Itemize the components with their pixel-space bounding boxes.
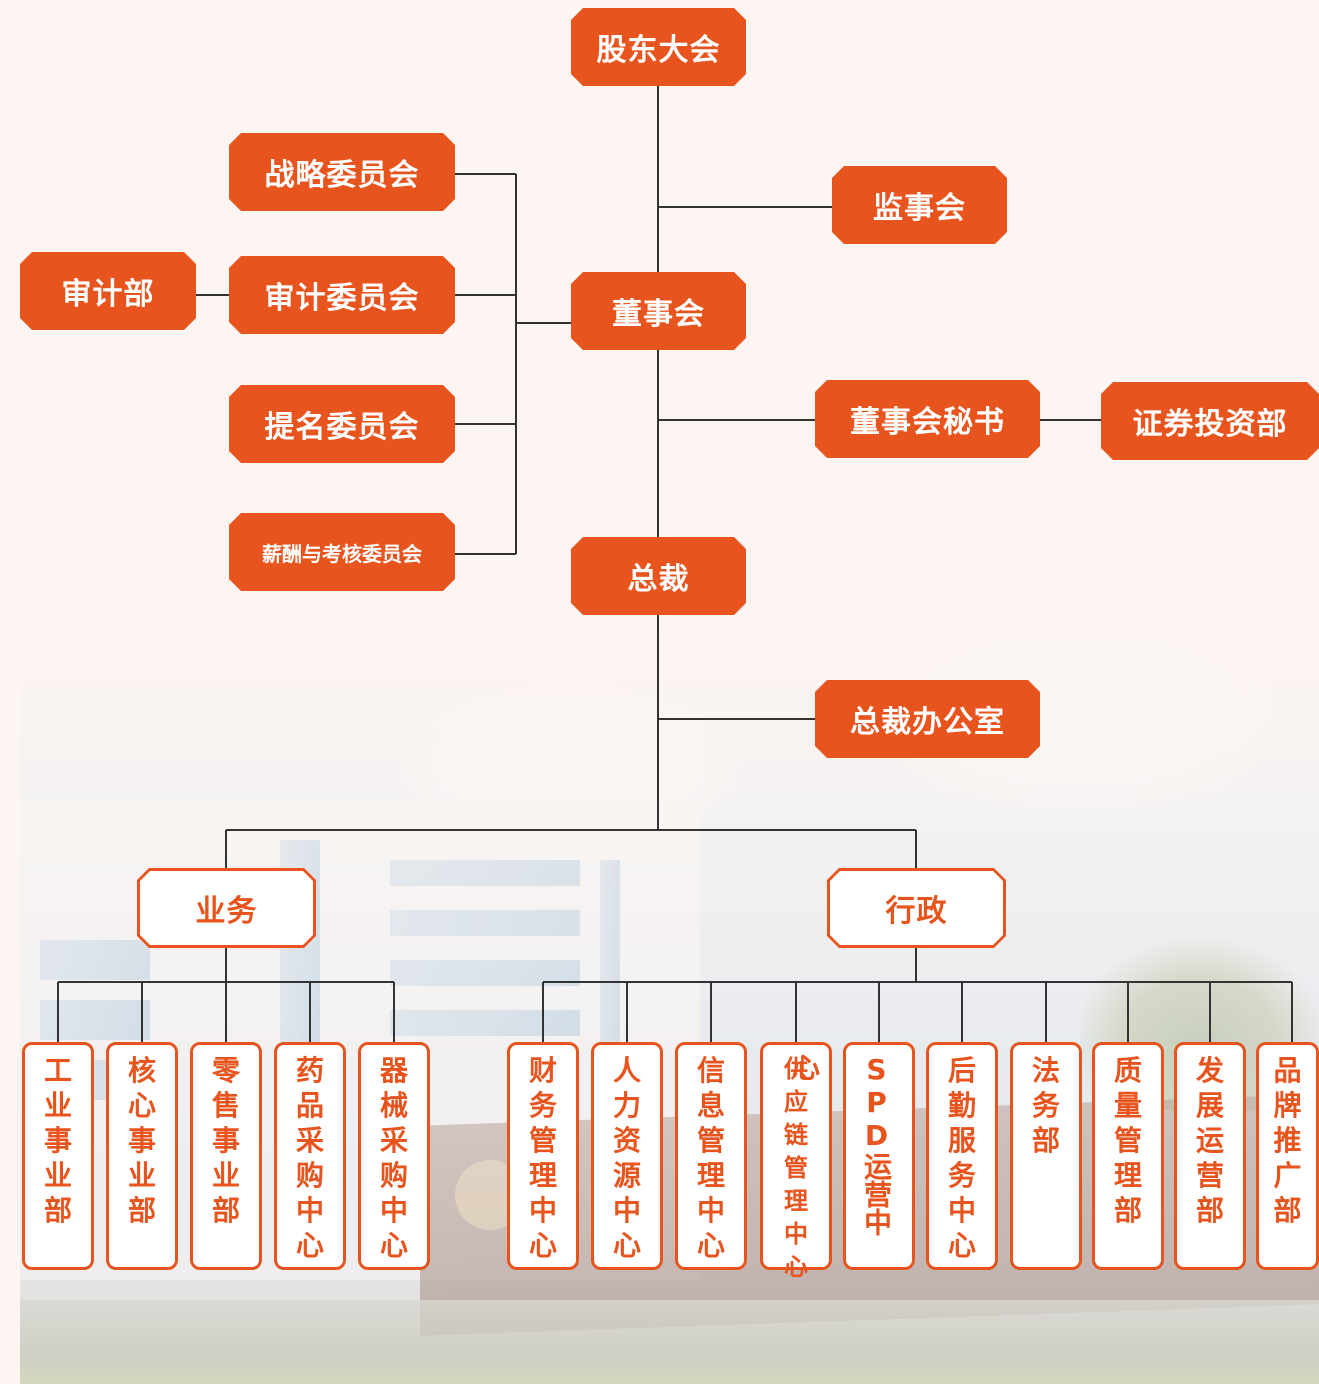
node-president: 总裁 bbox=[571, 537, 746, 615]
unit-business-0: 工业事业部 bbox=[22, 1042, 94, 1270]
unit-administration-0: 财务管理中心 bbox=[507, 1042, 579, 1270]
unit-administration-5: 后勤服务中心 bbox=[926, 1042, 998, 1270]
unit-label: 工业事业部 bbox=[43, 1054, 72, 1227]
unit-label: 信息管理中心 bbox=[696, 1054, 725, 1262]
node-board-secretary: 董事会秘书 bbox=[815, 380, 1040, 458]
unit-administration-8: 发展运营部 bbox=[1174, 1042, 1246, 1270]
unit-administration-2: 信息管理中心 bbox=[675, 1042, 747, 1270]
unit-label: 供应链管理中心 bbox=[784, 1055, 808, 1281]
unit-administration-9: 品牌推广部 bbox=[1256, 1042, 1319, 1270]
node-strategy-committee: 战略委员会 bbox=[229, 133, 455, 211]
unit-label: SPD运营中心 bbox=[788, 1053, 893, 1236]
unit-business-2: 零售事业部 bbox=[190, 1042, 262, 1270]
unit-label: 零售事业部 bbox=[211, 1054, 240, 1227]
unit-administration-6: 法务部 bbox=[1010, 1042, 1082, 1270]
unit-administration-1: 人力资源中心 bbox=[591, 1042, 663, 1270]
node-president-office: 总裁办公室 bbox=[815, 680, 1040, 758]
node-board: 董事会 bbox=[571, 272, 746, 350]
unit-label: 器械采购中心 bbox=[379, 1054, 408, 1262]
unit-business-1: 核心事业部 bbox=[106, 1042, 178, 1270]
unit-business-3: 药品采购中心 bbox=[274, 1042, 346, 1270]
node-audit-dept: 审计部 bbox=[20, 252, 196, 330]
unit-business-4: 器械采购中心 bbox=[358, 1042, 430, 1270]
unit-administration-7: 质量管理部 bbox=[1092, 1042, 1164, 1270]
node-supervisory-board: 监事会 bbox=[832, 166, 1007, 244]
node-audit-committee: 审计委员会 bbox=[229, 256, 455, 334]
node-business: 业务 bbox=[137, 868, 316, 948]
node-administration-label: 行政 bbox=[830, 871, 1003, 945]
unit-label: 法务部 bbox=[1031, 1054, 1060, 1157]
unit-administration-3: 供应链管理中心 bbox=[760, 1042, 832, 1281]
node-business-label: 业务 bbox=[140, 871, 313, 945]
unit-label: 后勤服务中心 bbox=[947, 1054, 976, 1262]
unit-label: 品牌推广部 bbox=[1273, 1054, 1302, 1227]
node-shareholders: 股东大会 bbox=[571, 8, 746, 86]
unit-administration-4: SPD运营中心 bbox=[788, 1042, 915, 1270]
node-securities-dept: 证券投资部 bbox=[1101, 382, 1319, 460]
unit-label: 药品采购中心 bbox=[295, 1054, 324, 1262]
node-administration: 行政 bbox=[827, 868, 1006, 948]
unit-label: 人力资源中心 bbox=[612, 1054, 641, 1262]
unit-label: 核心事业部 bbox=[127, 1054, 156, 1227]
unit-label: 发展运营部 bbox=[1195, 1054, 1224, 1227]
node-compensation-committee: 薪酬与考核委员会 bbox=[229, 513, 455, 591]
unit-label: 财务管理中心 bbox=[528, 1054, 557, 1262]
node-nomination-committee: 提名委员会 bbox=[229, 385, 455, 463]
unit-label: 质量管理部 bbox=[1113, 1054, 1142, 1227]
